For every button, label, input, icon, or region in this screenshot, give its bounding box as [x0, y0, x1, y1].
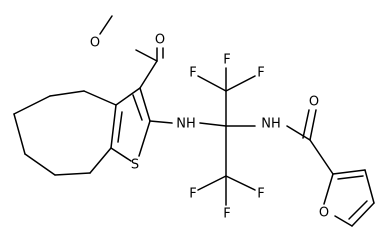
fluorine-label-top-left: F	[189, 66, 196, 81]
bond-furan-c2-c3	[332, 169, 366, 175]
bond-c3-c2-double	[132, 94, 143, 121]
bond-s-c7a	[110, 147, 132, 162]
bond-amide-carbonyl-o-double	[302, 109, 310, 139]
bond-c2-s	[138, 120, 151, 157]
furan-o-label: O	[319, 206, 329, 221]
bond-carbonyl-c-ring	[139, 60, 158, 89]
bond-amide-nh-carbonyl	[286, 125, 311, 141]
bond-c3a-c7a	[110, 104, 117, 149]
bond-ch2-4	[13, 113, 26, 155]
bond-amide-carbonyl-furan	[309, 139, 334, 175]
amide-nh-label: NH	[261, 117, 281, 132]
bond-furan-o-c2	[323, 173, 334, 205]
bond-furan-c5-o	[334, 215, 353, 227]
atom-labels: O O S NH NH O O F F F F F F	[90, 33, 329, 222]
bond-furan-c4-c5-double	[348, 200, 368, 220]
bond-c3a-c7a-double	[117, 111, 123, 143]
bond-cf3-bottom-f3	[225, 175, 256, 191]
bond-lines	[13, 15, 375, 227]
bond-methyl-o	[99, 15, 113, 35]
bond-ch2-1	[83, 90, 117, 106]
fluorine-label-top-center: F	[223, 53, 230, 68]
amide-o-label: O	[309, 95, 319, 110]
bond-ch2-5	[24, 153, 56, 176]
bond-amide-carbonyl-o	[309, 109, 317, 141]
bond-c3-c2	[139, 87, 151, 122]
fluorine-label-bottom-center: F	[223, 207, 230, 222]
bond-ch2-7	[89, 147, 112, 174]
amine-nh-label: NH	[176, 117, 196, 132]
fluorine-label-bottom-right: F	[257, 187, 264, 202]
bond-c3-c3a	[115, 87, 141, 106]
fluorine-label-top-right: F	[257, 66, 264, 81]
bond-nh-quaternary-c	[199, 122, 227, 127]
bond-cf3-top-f1	[197, 75, 227, 92]
bond-ch2-3	[13, 95, 51, 115]
bond-c2-nh	[149, 120, 173, 124]
fluorine-label-bottom-left: F	[189, 187, 196, 202]
bond-furan-c2-c3-double	[337, 175, 364, 180]
bond-furan-c4-c5	[351, 202, 375, 227]
bond-cf3-top-f3	[225, 75, 256, 92]
bond-ch2-2	[49, 90, 85, 97]
ester-o-double-label: O	[155, 33, 165, 48]
thiophene-s-label: S	[131, 158, 139, 173]
bond-ch2-6	[54, 172, 91, 176]
bond-cf3-bottom-f1	[197, 175, 227, 191]
ester-o-single-label: O	[90, 36, 100, 51]
bond-furan-c3-c4	[364, 169, 375, 204]
bond-o-carbonyl-c	[135, 49, 158, 62]
